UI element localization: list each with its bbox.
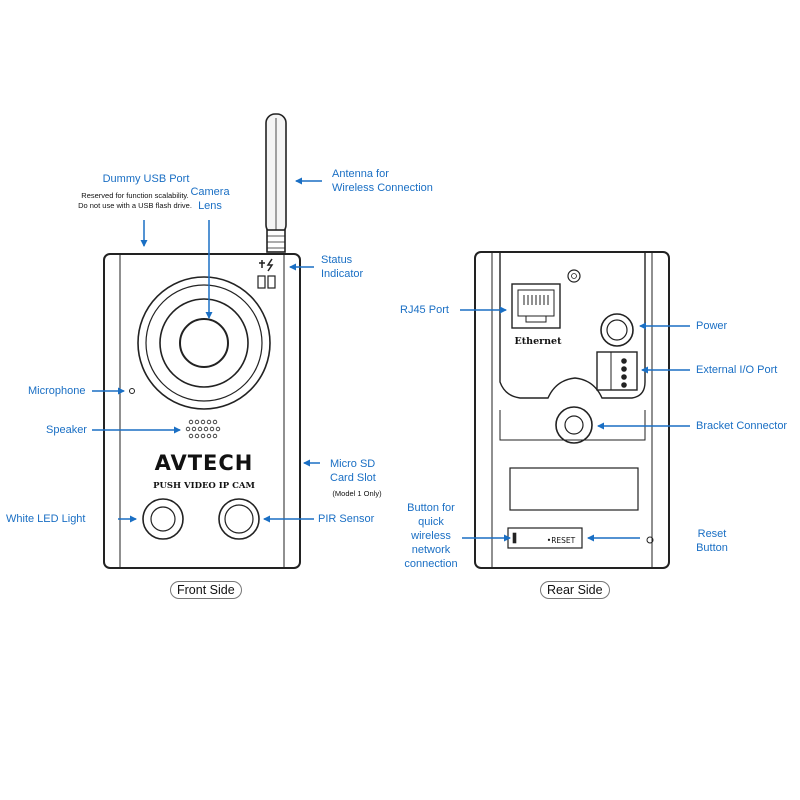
front-body <box>103 253 301 569</box>
pir-sensor <box>218 498 260 540</box>
label-camera-lens-1: Camera <box>190 186 230 198</box>
brand-logo: AVTECH <box>155 451 254 475</box>
label-rj45: RJ45 Port <box>400 304 449 316</box>
speaker-grille <box>185 419 221 439</box>
caption-front-side: Front Side <box>170 581 242 599</box>
label-pir: PIR Sensor <box>318 513 375 525</box>
front-camera <box>103 113 301 569</box>
label-dummy-usb: Dummy USB Port <box>102 173 190 185</box>
label-status-1: Status <box>321 254 353 266</box>
label-reset-1: Reset <box>697 528 727 540</box>
caption-rear-side: Rear Side <box>540 581 610 599</box>
label-antenna-1: Antenna for <box>332 168 389 180</box>
label-reset-2: Button <box>696 542 728 554</box>
note-microsd: (Model 1 Only) <box>332 489 382 498</box>
bracket-connector <box>555 406 593 444</box>
rear-body <box>474 251 670 569</box>
rj45-port <box>511 283 561 329</box>
label-microphone: Microphone <box>28 385 86 397</box>
label-status-2: Indicator <box>321 268 364 280</box>
label-bracket: Bracket Connector <box>696 420 788 432</box>
label-antenna-2: Wireless Connection <box>332 182 433 194</box>
external-io-port <box>596 351 638 391</box>
model-line: PUSH VIDEO IP CAM <box>153 481 255 491</box>
note-dummy-usb-2: Do not use with a USB flash drive. <box>78 201 192 210</box>
label-button-3: wireless <box>411 530 451 542</box>
label-power: Power <box>696 320 728 332</box>
label-external-io: External I/O Port <box>696 364 778 376</box>
label-speaker: Speaker <box>46 424 87 436</box>
callout-arrows <box>92 177 690 542</box>
note-dummy-usb-1: Reserved for function scalability. <box>81 191 189 200</box>
status-indicator <box>257 258 276 289</box>
camera-lens <box>137 276 271 410</box>
label-button-5: connection <box>404 558 458 570</box>
antenna <box>265 113 287 253</box>
reset-hole <box>646 536 654 544</box>
label-white-led: White LED Light <box>6 513 86 525</box>
reset-strip-label: •RESET <box>547 536 576 545</box>
rear-camera <box>474 251 670 569</box>
label-microsd-2: Card Slot <box>330 472 376 484</box>
microphone-hole <box>129 388 135 394</box>
label-button-1: Button for <box>407 502 455 514</box>
label-button-4: network <box>411 544 451 556</box>
ethernet-label: Ethernet <box>515 336 563 347</box>
label-microsd-1: Micro SD <box>330 458 376 470</box>
label-button-2: quick <box>418 516 444 528</box>
power-jack <box>600 313 634 347</box>
label-camera-lens-2: Lens <box>198 200 222 212</box>
white-led <box>142 498 184 540</box>
